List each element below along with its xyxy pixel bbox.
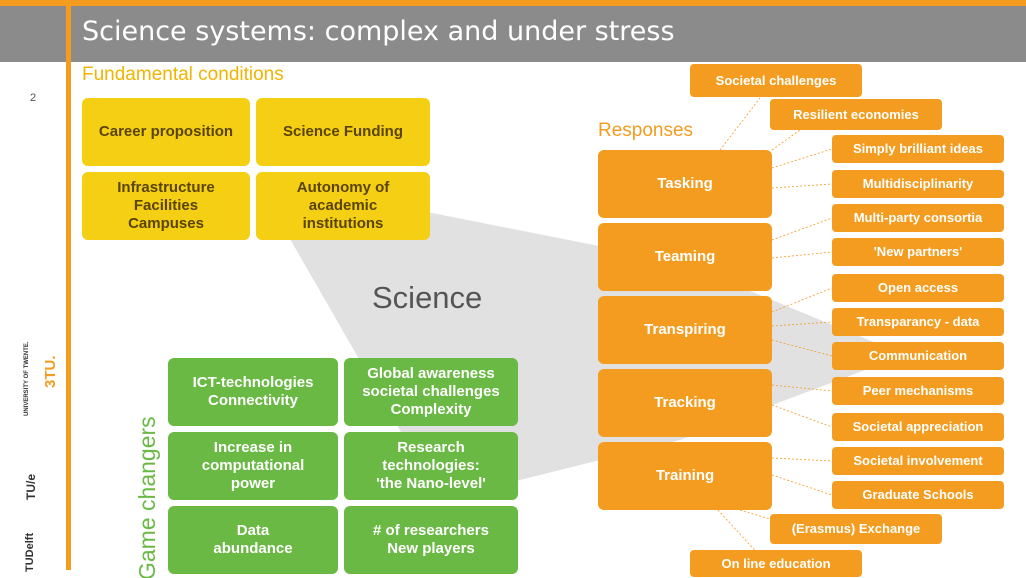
outcome-graduate-schools: Graduate Schools [832,481,1004,509]
game-changer-global-awareness: Global awareness societal challenges Com… [344,358,518,426]
outcome-simply-brilliant-ideas: Simply brilliant ideas [832,135,1004,163]
game-changers-heading: Game changers [134,416,160,578]
left-accent-rule [66,0,71,570]
responses-heading: Responses [598,120,694,141]
science-label: Science [372,280,483,315]
outcome-societal-appreciation: Societal appreciation [832,413,1004,441]
slide-title: Science systems: complex and under stres… [82,16,675,47]
game-changer-data-abundance: Data abundance [168,506,338,574]
outcome-new-partners: 'New partners' [832,238,1004,266]
response-teaming: Teaming [598,223,772,291]
fundamental-conditions-heading: Fundamental conditions [82,64,284,85]
fundamental-science-funding: Science Funding [256,98,430,166]
response-training: Training [598,442,772,510]
fundamental-career-proposition: Career proposition [82,98,250,166]
outcome-multidisciplinarity: Multidisciplinarity [832,170,1004,198]
outcome-societal-involvement: Societal involvement [832,447,1004,475]
game-changer-computational-power: Increase in computational power [168,432,338,500]
outcome-erasmus-exchange: (Erasmus) Exchange [770,514,942,544]
outcome-online-education: On line education [690,550,862,577]
title-bar-accent [0,0,1026,6]
response-tasking: Tasking [598,150,772,218]
game-changer-research-technologies: Research technologies: 'the Nano-level' [344,432,518,500]
outcome-communication: Communication [832,342,1004,370]
title-bar: Science systems: complex and under stres… [0,0,1026,62]
response-tracking: Tracking [598,369,772,437]
game-changer-ict: ICT-technologies Connectivity [168,358,338,426]
fundamental-autonomy: Autonomy of academic institutions [256,172,430,240]
slide-number: 2 [30,92,37,104]
response-transpiring: Transpiring [598,296,772,364]
outcome-multi-party-consortia: Multi-party consortia [832,204,1004,232]
outcome-resilient-economies: Resilient economies [770,99,942,130]
outcome-open-access: Open access [832,274,1004,302]
game-changer-researchers: # of researchers New players [344,506,518,574]
outcome-peer-mechanisms: Peer mechanisms [832,377,1004,405]
fundamental-infrastructure: Infrastructure Facilities Campuses [82,172,250,240]
outcome-societal-challenges: Societal challenges [690,64,862,97]
outcome-transparancy-data: Transparancy - data [832,308,1004,336]
